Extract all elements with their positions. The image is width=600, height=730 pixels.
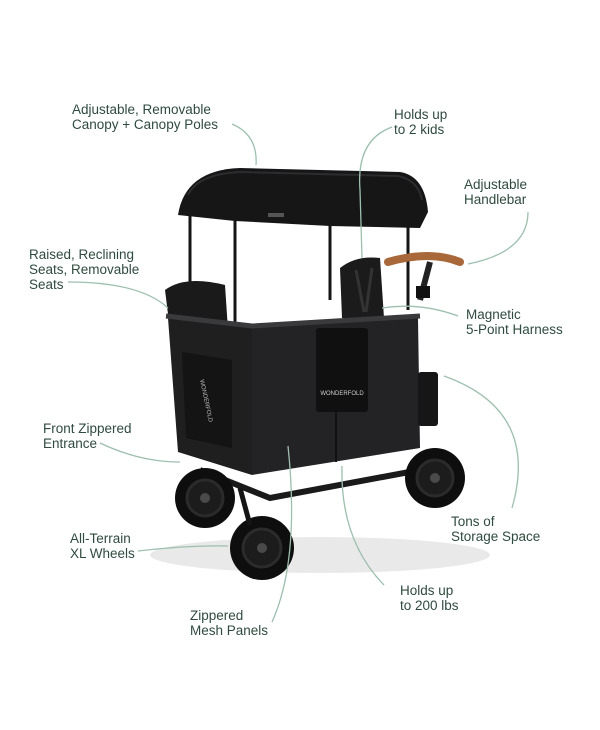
callout-handlebar: Adjustable Handlebar (464, 177, 528, 207)
callout-mesh: Zippered Mesh Panels (190, 608, 269, 638)
leader-kids (358, 126, 393, 259)
callout-seats: Raised, Reclining Seats, Removable Seats (29, 247, 140, 292)
ground-shadow (150, 537, 490, 573)
wagon-rim (165, 313, 421, 329)
canopy (178, 168, 428, 228)
leader-wheels (137, 545, 229, 552)
leader-handlebar (467, 211, 529, 265)
leader-mesh (271, 445, 293, 623)
front-flap (316, 328, 368, 412)
brand-logo-front: WONDERFOLD (320, 391, 364, 397)
leader-storage (443, 375, 519, 509)
rear-wheel-right (405, 448, 465, 508)
front-wheel-left (175, 468, 235, 528)
leader-harness (381, 305, 459, 317)
leader-lines (67, 123, 529, 623)
leader-canopy (231, 123, 257, 166)
leader-weight (341, 465, 385, 586)
canopy-tag (268, 213, 284, 217)
handlebar-grip (384, 252, 464, 266)
callout-harness: Magnetic 5-Point Harness (466, 307, 563, 337)
callout-wheels: All-Terrain XL Wheels (70, 531, 135, 561)
callout-canopy: Adjustable, Removable Canopy + Canopy Po… (72, 102, 218, 132)
callout-storage: Tons of Storage Space (451, 514, 541, 544)
leader-entrance (99, 442, 181, 463)
leader-seats (67, 281, 169, 309)
canopy-top-highlight (187, 170, 423, 201)
callout-kids: Holds up to 2 kids (394, 107, 448, 137)
front-wheel-right (230, 516, 294, 580)
rear-seat (340, 257, 384, 318)
callout-weight: Holds up to 200 lbs (400, 583, 459, 613)
wheel-fork (237, 487, 253, 526)
side-pocket (182, 352, 232, 448)
harness-straps (354, 267, 374, 313)
rear-storage-pocket (418, 372, 438, 426)
handlebar-clip (416, 286, 430, 298)
callout-entrance: Front Zippered Entrance (43, 421, 132, 451)
